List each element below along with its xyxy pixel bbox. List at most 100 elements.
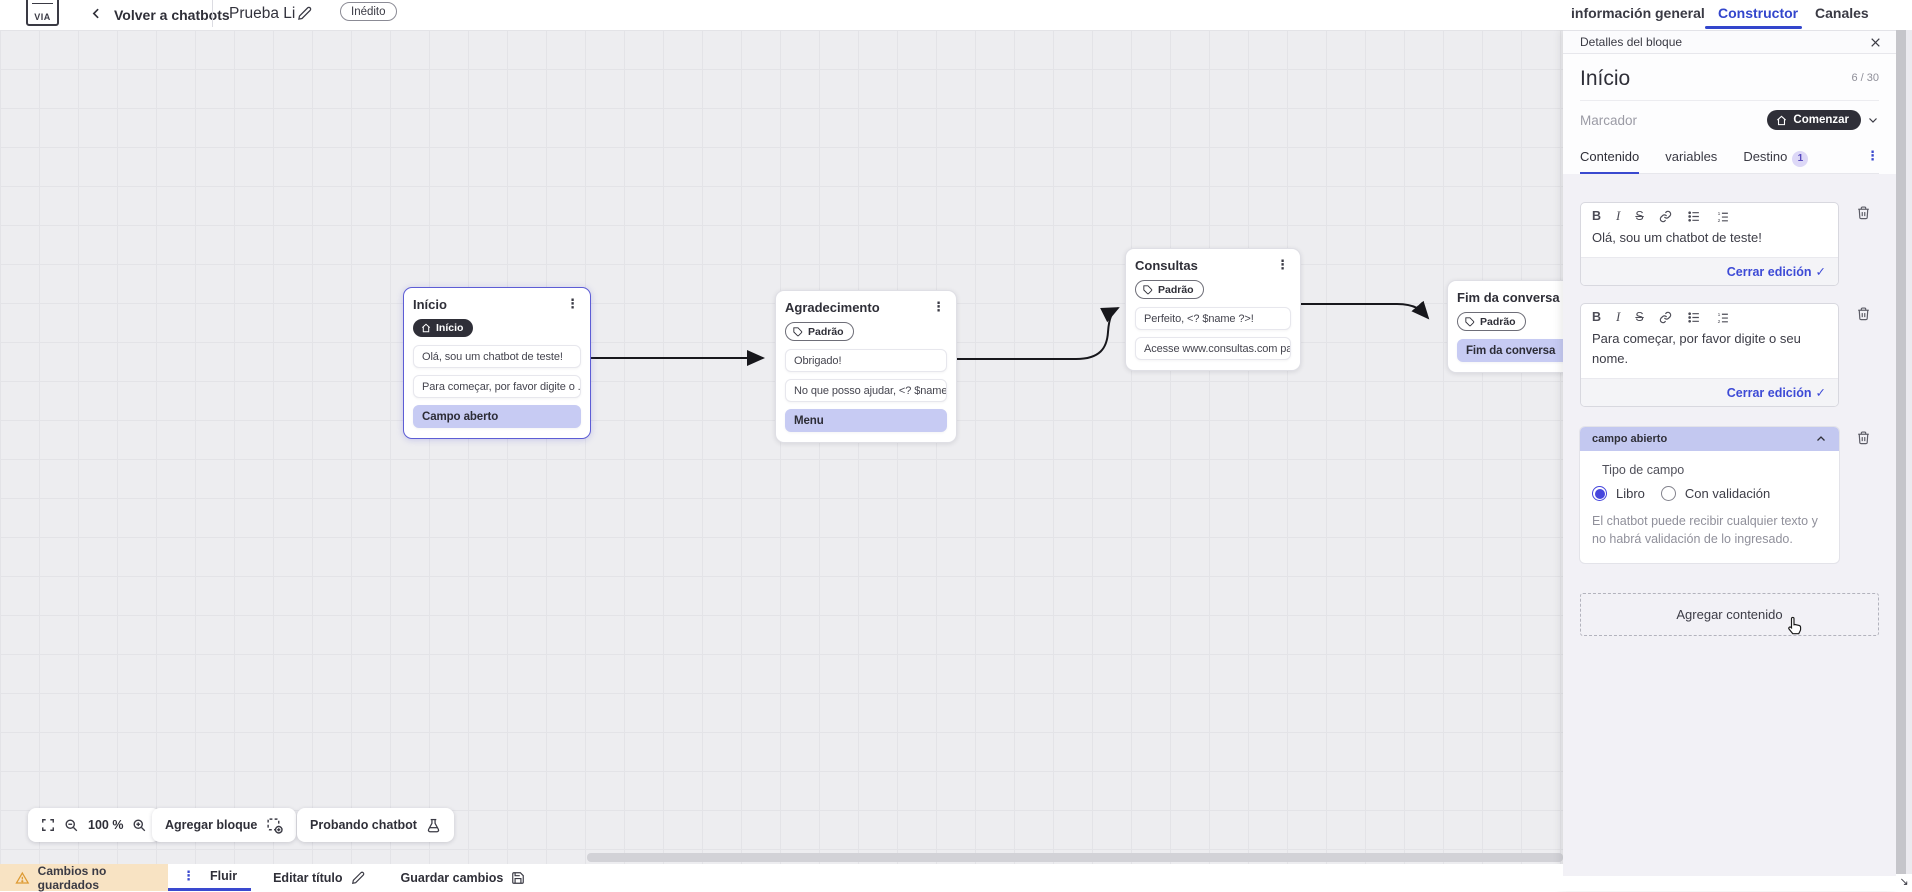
delete-icon[interactable] (1856, 430, 1871, 446)
home-icon (1777, 115, 1787, 125)
flow-canvas[interactable]: Início ⋮ Início Olá, sou um chatbot de t… (0, 30, 1563, 891)
node-message-item[interactable]: No que posso ajudar, <? $name ... (785, 378, 947, 402)
tab-contenido[interactable]: Contenido (1580, 139, 1640, 174)
svg-text:1: 1 (1717, 312, 1720, 318)
node-message-item[interactable]: Perfeito, <? $name ?>! (1135, 306, 1291, 330)
bullet-list-icon[interactable] (1687, 311, 1701, 324)
horizontal-scrollbar-thumb[interactable] (587, 853, 1563, 862)
add-block-icon (266, 817, 284, 834)
node-message-item[interactable]: Olá, sou um chatbot de teste! (413, 345, 581, 368)
flow-node-consultas[interactable]: Consultas ⋮ Padrão Perfeito, <? $name ?>… (1125, 248, 1301, 371)
zoom-in-icon[interactable] (132, 818, 147, 833)
tab-informacion-general[interactable]: información general (1571, 5, 1705, 21)
connection-agradecimento-consultas[interactable] (957, 307, 1120, 360)
link-icon[interactable] (1659, 311, 1672, 324)
node-marker-badge[interactable]: Padrão (1457, 312, 1526, 331)
back-to-chatbots-link[interactable]: Volver a chatbots (114, 7, 230, 23)
node-marker-label: Início (436, 322, 464, 334)
save-icon (512, 871, 525, 884)
vertical-scrollbar-thumb[interactable] (1896, 30, 1906, 874)
node-message-item[interactable]: Para começar, por favor digite o ... (413, 375, 581, 398)
radio-libro-label[interactable]: Libro (1616, 486, 1645, 502)
tab-canales[interactable]: Canales (1815, 5, 1869, 21)
marker-select[interactable]: Comenzar (1767, 110, 1861, 130)
flow-node-agradecimento[interactable]: Agradecimento ⋮ Padrão Obrigado! No que … (775, 290, 957, 443)
more-vertical-icon[interactable]: ⋮ (932, 299, 945, 314)
node-menu-item[interactable]: Menu (785, 408, 947, 432)
back-chevron-icon[interactable] (90, 7, 103, 20)
radio-libro[interactable] (1592, 486, 1607, 502)
more-vertical-icon[interactable]: ⋮ (182, 868, 195, 883)
italic-icon[interactable]: I (1616, 208, 1621, 223)
open-field-header[interactable]: campo abierto (1580, 427, 1839, 452)
delete-icon[interactable] (1856, 205, 1871, 221)
tab-variables[interactable]: variables (1665, 148, 1718, 164)
flow-tab[interactable]: ⋮ Fluir (168, 864, 252, 891)
add-block-button[interactable]: Agregar bloque (152, 808, 297, 842)
svg-text:2: 2 (1717, 217, 1720, 222)
cursor-hand-icon (1784, 615, 1804, 637)
content-block-open-field: campo abierto Tipo de campo Libro Con va… (1580, 427, 1879, 563)
edit-title-button[interactable]: Editar título (273, 864, 364, 891)
zoom-out-icon[interactable] (64, 818, 79, 833)
save-changes-button[interactable]: Guardar cambios (401, 864, 526, 891)
node-open-field-item[interactable]: Campo aberto (413, 405, 581, 428)
zoom-controls: 100 % (28, 808, 161, 842)
node-marker-label: Padrão (808, 325, 844, 338)
bottombar: Cambios no guardados ⋮ Fluir Editar títu… (0, 864, 1563, 892)
chevron-down-icon[interactable] (1867, 114, 1879, 126)
more-vertical-icon[interactable]: ⋮ (1276, 257, 1289, 272)
close-edit-button[interactable]: Cerrar edición✓ (1581, 378, 1838, 407)
strikethrough-icon[interactable]: S (1635, 209, 1644, 223)
node-title: Início (413, 297, 447, 312)
more-vertical-icon[interactable]: ⋮ (566, 296, 579, 311)
app-logo[interactable]: VIA (26, 0, 59, 26)
radio-con-validacion[interactable] (1660, 486, 1676, 502)
more-vertical-icon[interactable]: ⋮ (1866, 148, 1879, 163)
radio-con-validacion-label[interactable]: Con validación (1684, 486, 1771, 502)
connection-consultas-fim[interactable] (1298, 300, 1430, 320)
node-title: Agradecimento (785, 300, 880, 315)
flow-node-fim-da-conversa[interactable]: Fim da conversa Padrão Fim da conversa (1447, 280, 1563, 373)
bullet-list-icon[interactable] (1687, 210, 1701, 223)
bold-icon[interactable]: B (1592, 310, 1602, 325)
fullscreen-icon[interactable] (41, 818, 55, 832)
close-edit-button[interactable]: Cerrar edición✓ (1581, 257, 1838, 286)
edit-title-label: Editar título (273, 870, 343, 885)
link-icon[interactable] (1659, 210, 1672, 223)
node-title: Consultas (1135, 258, 1198, 273)
node-marker-badge[interactable]: Padrão (785, 322, 854, 341)
node-end-item[interactable]: Fim da conversa (1457, 338, 1563, 362)
message-text-input[interactable]: Olá, sou um chatbot de teste! (1592, 230, 1762, 245)
tab-constructor[interactable]: Constructor (1718, 5, 1799, 21)
unsaved-changes-banner: Cambios no guardados (0, 864, 168, 892)
edit-pencil-icon[interactable] (297, 6, 312, 21)
test-chatbot-button[interactable]: Probando chatbot (297, 808, 454, 842)
marker-label: Marcador (1580, 112, 1638, 128)
add-content-button[interactable]: Agregar contenido (1580, 592, 1879, 637)
marker-value: Comenzar (1793, 114, 1849, 126)
bold-icon[interactable]: B (1592, 209, 1602, 223)
svg-text:1: 1 (1717, 210, 1720, 216)
flow-node-inicio[interactable]: Início ⋮ Início Olá, sou um chatbot de t… (403, 287, 591, 439)
message-text-input[interactable]: Para começar, por favor digite o seu nom… (1592, 331, 1801, 367)
block-name-input[interactable]: Início (1580, 67, 1631, 90)
node-message-item[interactable]: Acesse www.consultas.com par... (1135, 336, 1291, 360)
horizontal-scrollbar (0, 853, 1563, 862)
destino-count-badge: 1 (1792, 150, 1809, 167)
node-marker-badge[interactable]: Início (413, 319, 474, 337)
close-icon[interactable] (1869, 36, 1882, 49)
node-message-item[interactable]: Obrigado! (785, 348, 947, 372)
strikethrough-icon[interactable]: S (1635, 310, 1644, 325)
node-marker-badge[interactable]: Padrão (1135, 280, 1204, 299)
italic-icon[interactable]: I (1616, 309, 1621, 325)
block-details-panel: Detalles del bloque Início 6 / 30 Marcad… (1563, 30, 1896, 891)
delete-icon[interactable] (1856, 306, 1871, 322)
flow-connections (591, 300, 1430, 366)
